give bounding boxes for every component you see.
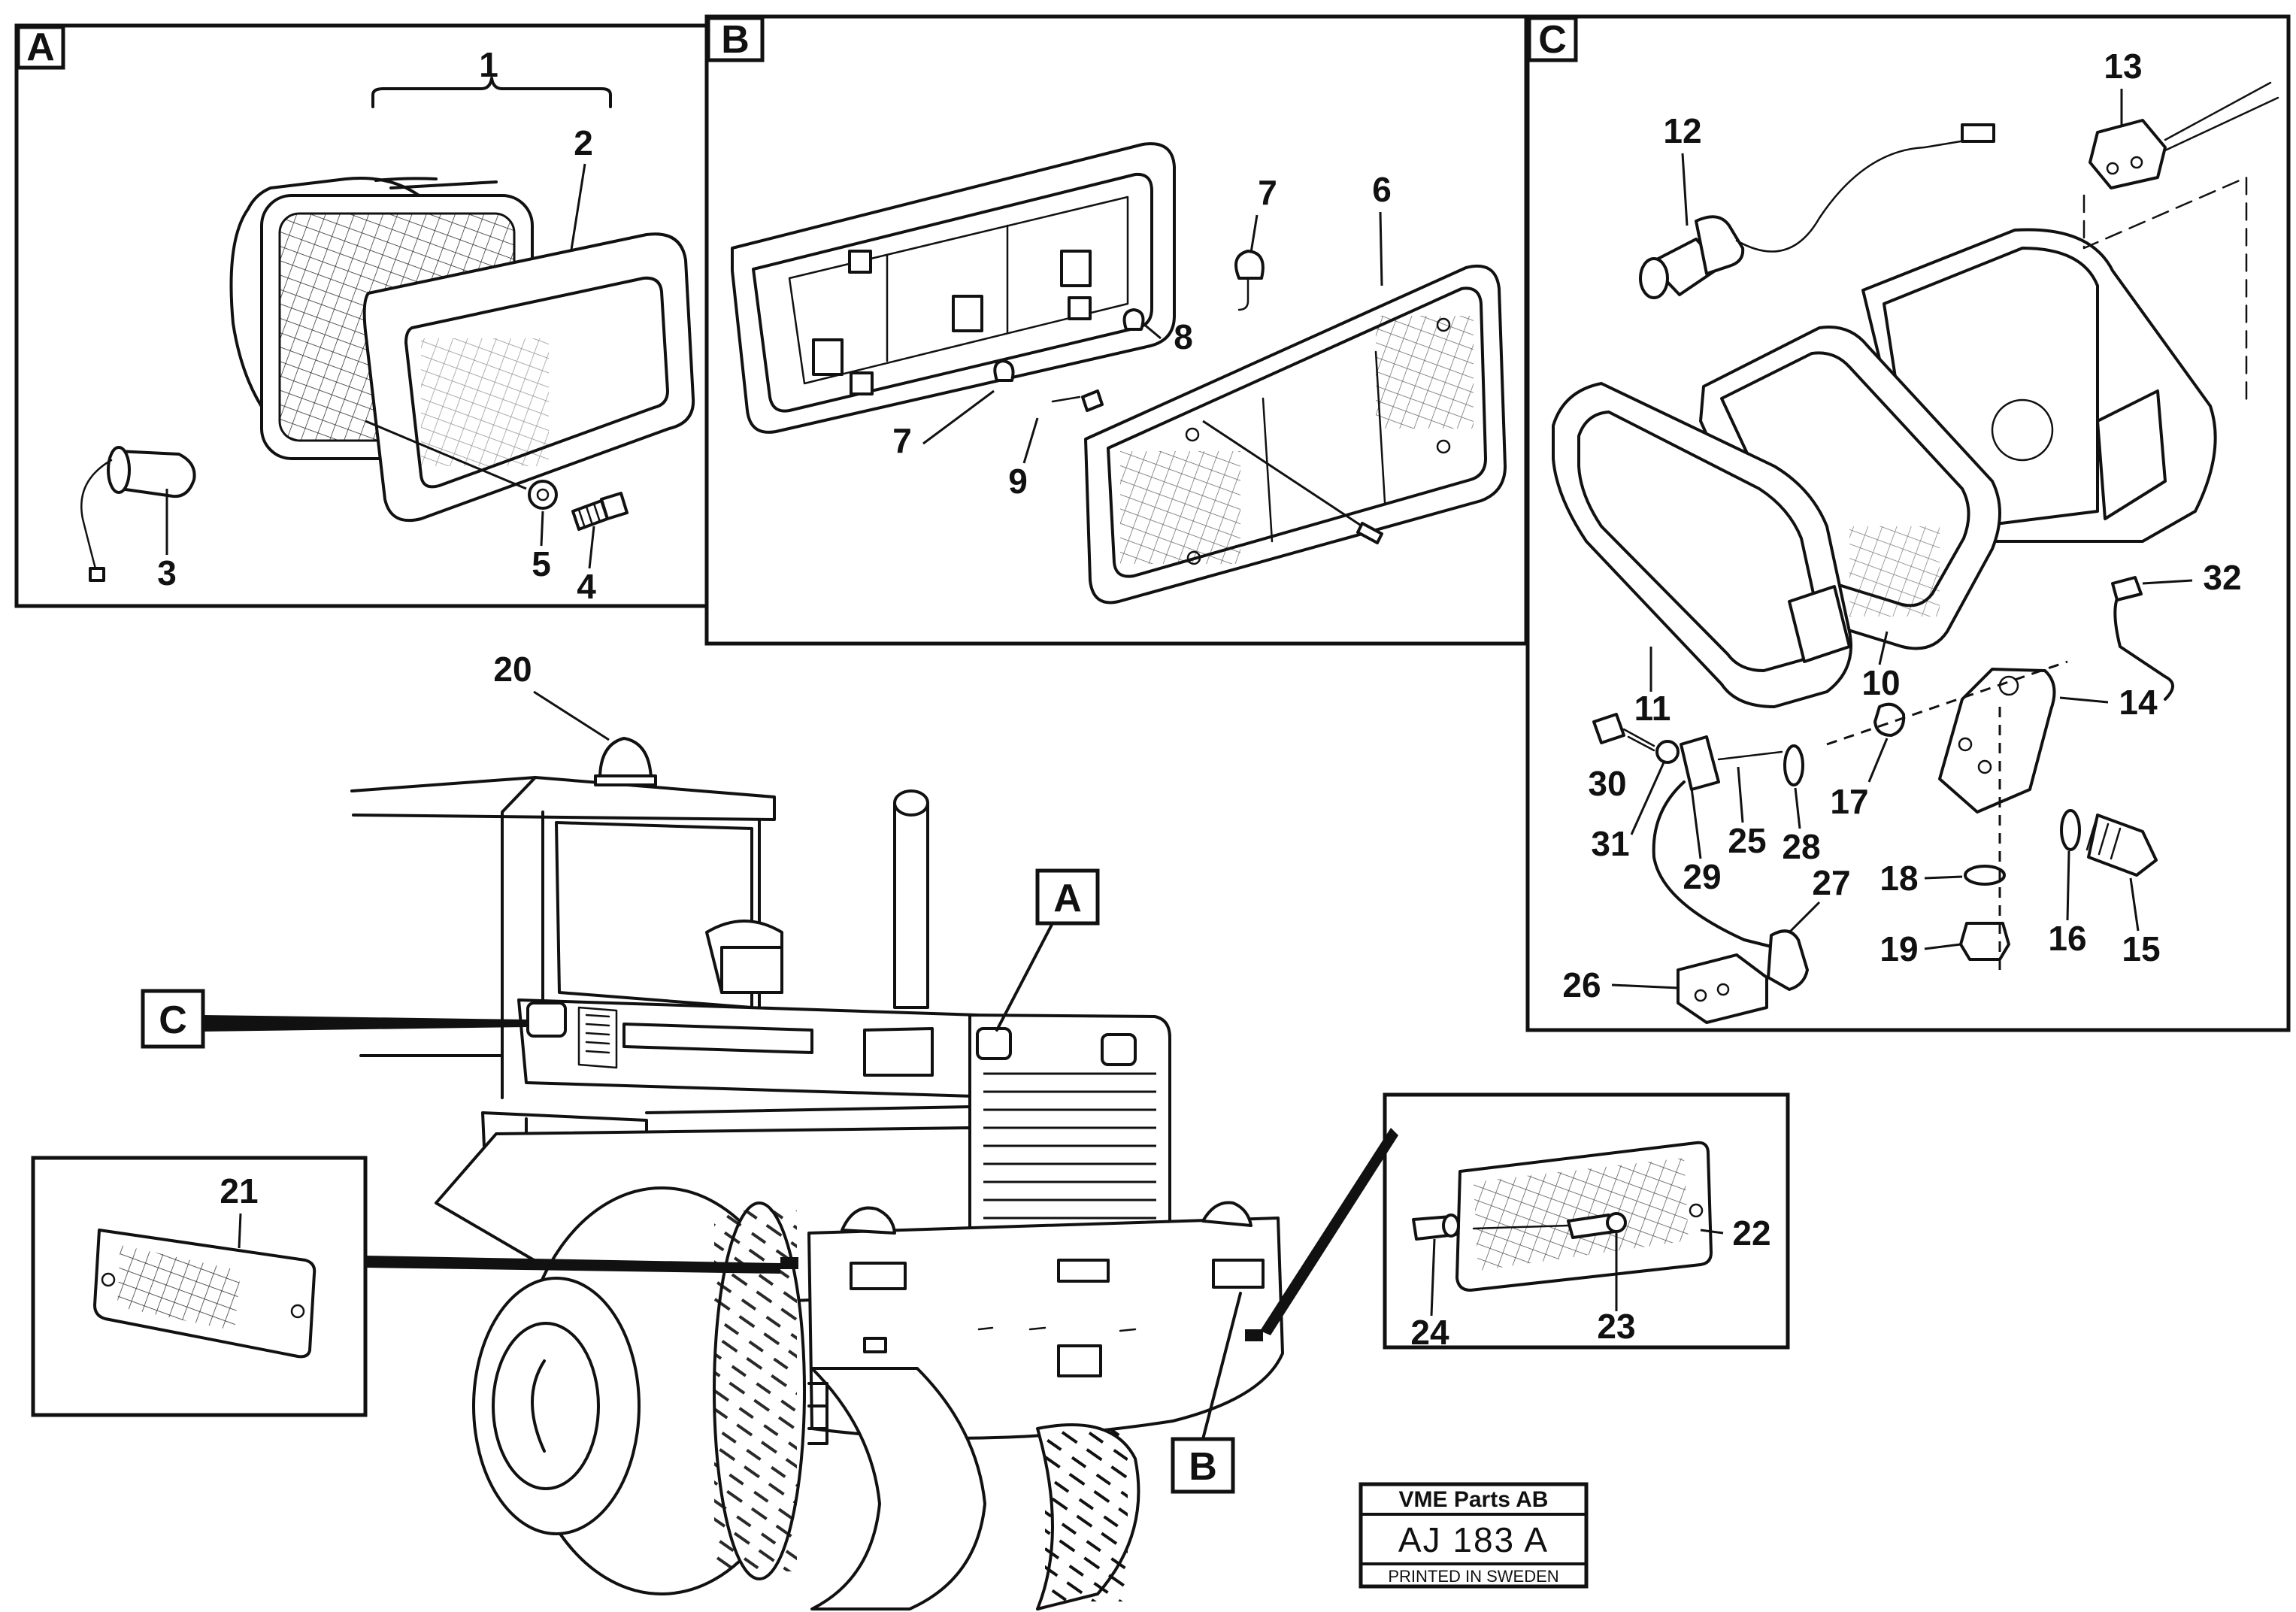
label-22: 22 [1732,1214,1770,1253]
label-16: 16 [2048,919,2086,958]
panel-c-frame [1525,14,2291,1032]
label-17: 17 [1830,782,1868,821]
callout-c: C [159,998,187,1042]
label-8: 8 [1174,317,1193,356]
connector-13 [2082,81,2279,408]
panel-c-letter-box [1527,16,1578,62]
label-25: 25 [1728,821,1766,860]
side-lamp-marker [780,1257,798,1269]
label-21: 21 [220,1171,258,1211]
label-7-top: 7 [1258,173,1277,212]
screw-and-washer [365,420,629,531]
label-29: 29 [1683,857,1721,896]
panel-b-letter: B [721,18,750,62]
inset-21-frame [31,1156,368,1417]
label-24: 24 [1410,1313,1449,1352]
label-19: 19 [1880,929,1918,968]
inset-22-pointer [1260,1128,1398,1335]
inset-side-reflector: 21 [31,1156,780,1417]
label-5: 5 [532,544,551,583]
label-4: 4 [577,567,596,606]
label-2: 2 [574,123,593,162]
label-9: 9 [1008,462,1028,501]
title-block-frame [1359,1482,1589,1589]
callout-c-pointer [203,1015,528,1032]
label-26: 26 [1562,965,1601,1004]
label-6: 6 [1372,170,1392,209]
bulbs-tail [993,250,1383,544]
title-block: VME Parts AB AJ 183 A PRINTED IN SWEDEN [1359,1482,1589,1589]
label-10: 10 [1861,663,1900,702]
label-27: 27 [1812,863,1850,902]
label-1: 1 [479,45,498,84]
label-14: 14 [2119,683,2158,722]
rear-reflector [1212,1259,1265,1289]
panel-a-letter-box [16,25,65,70]
tail-lamp-lens [1084,264,1507,604]
label-23: 23 [1597,1307,1635,1346]
callout-a: A [1053,877,1082,920]
callout-a-pointer [995,922,1054,1032]
panel-c-letter: C [1538,18,1567,62]
work-lamp-front [1552,382,1852,708]
label-28: 28 [1782,827,1820,866]
label-11: 11 [1634,689,1671,728]
panel-a: A [14,23,709,608]
inset-21-pointer [365,1256,780,1274]
panel-b: B [704,14,1528,646]
callout-b-pointer [1201,1292,1242,1441]
bulb-12 [1639,123,1995,299]
label-12: 12 [1663,111,1701,150]
label-18: 18 [1880,859,1918,898]
label-32: 32 [2203,558,2241,597]
callout-b: B [1189,1445,1217,1489]
mounting-hardware [1592,660,2158,1024]
title-printed: PRINTED IN SWEDEN [1388,1567,1558,1586]
cab-light [526,1001,567,1038]
title-code: AJ 183 A [1398,1520,1549,1559]
group-brace [371,77,612,108]
panel-b-letter-box [706,16,765,62]
label-15: 15 [2122,929,2160,968]
bulb-h3 [80,446,196,582]
label-31: 31 [1591,824,1629,863]
callout-a-box [1035,868,1100,926]
label-7-bottom: 7 [892,421,912,460]
panel-c: C [1525,14,2291,1032]
rear-lamp-marker [1245,1329,1263,1341]
label-30: 30 [1588,764,1626,803]
title-company: VME Parts AB [1399,1487,1549,1512]
tail-lamp-housing [731,142,1176,434]
inset-rear-reflector: 22 23 24 [1260,1092,1790,1352]
label-13: 13 [2104,47,2142,86]
wheel-loader [350,737,1284,1610]
lamp-frame [362,232,695,523]
label-3: 3 [157,553,177,592]
inset-22-frame [1383,1092,1790,1350]
label-20: 20 [493,650,532,689]
panel-a-letter: A [26,26,55,69]
bracket-14 [1938,668,2056,814]
